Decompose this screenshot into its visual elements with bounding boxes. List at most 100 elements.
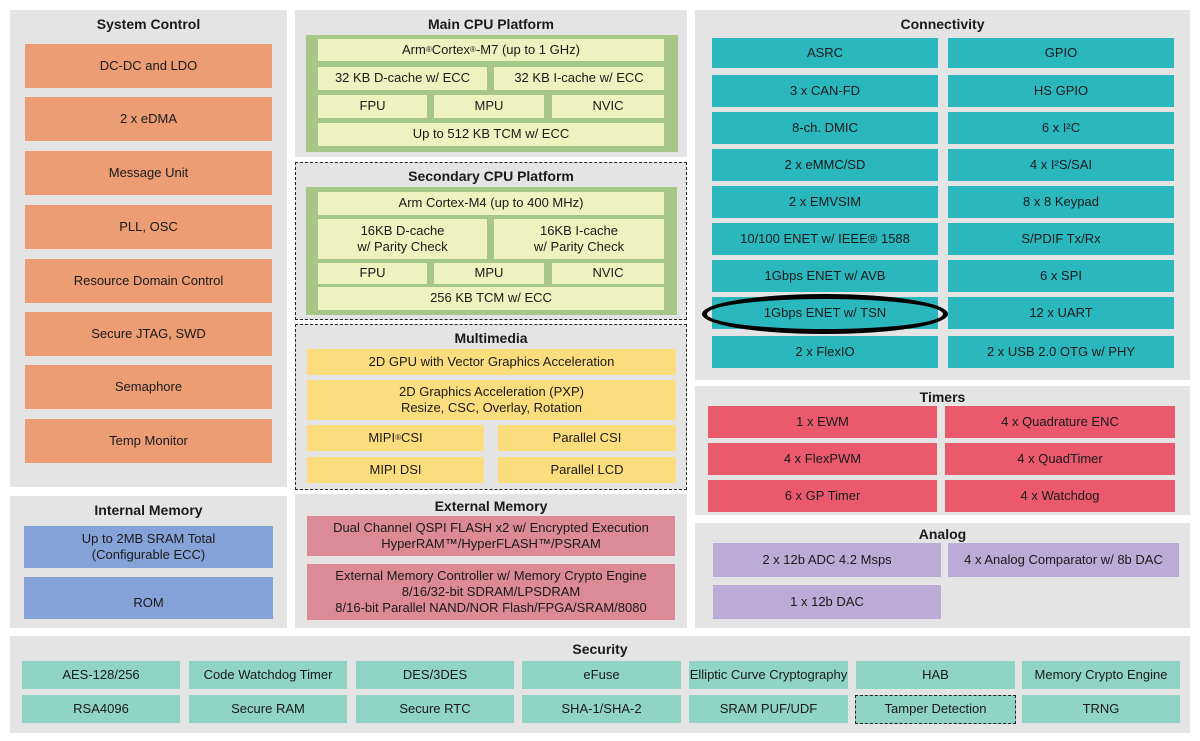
secondary-cpu-frame: Arm Cortex-M4 (up to 400 MHz) 16KB D-cac… [306,187,677,315]
system-control-block: PLL, OSC [25,205,272,249]
m7-mpu-block: MPU [434,95,544,118]
m4-mpu-block: MPU [434,263,544,284]
emc-line1: External Memory Controller w/ Memory Cry… [335,567,647,583]
connectivity-block: 1Gbps ENET w/ AVB [712,260,938,292]
m4-core-block: Arm Cortex-M4 (up to 400 MHz) [318,192,664,215]
parallel-lcd-block: Parallel LCD [498,457,676,483]
security-block: HAB [856,661,1015,689]
m4-icache-block: 16KB I-cache w/ Parity Check [494,219,664,259]
security-block: eFuse [522,661,681,689]
pxp-block: 2D Graphics Acceleration (PXP) Resize, C… [307,380,676,420]
internal-memory-title: Internal Memory [94,502,203,518]
connectivity-block: 3 x CAN-FD [712,75,938,107]
dac-block: 1 x 12b DAC [713,585,941,619]
system-control-block: Temp Monitor [25,419,272,463]
connectivity-block: 6 x I²C [948,112,1174,144]
m7-icache-block: 32 KB I-cache w/ ECC [494,67,664,90]
connectivity-block: GPIO [948,38,1174,68]
security-block: RSA4096 [22,695,180,723]
m4-dcache-line1: 16KB D-cache [360,222,445,238]
m7-nvic-block: NVIC [552,95,664,118]
external-memory-title: External Memory [434,498,548,514]
security-block: Memory Crypto Engine [1022,661,1180,689]
security-block: SRAM PUF/UDF [689,695,848,723]
m4-dcache-line2: w/ Parity Check [357,239,448,254]
security-block: TRNG [1022,695,1180,723]
connectivity-panel: Connectivity ASRC 3 x CAN-FD 8-ch. DMIC … [695,10,1190,380]
system-control-block: DC-DC and LDO [25,44,272,88]
timer-block: 4 x Quadrature ENC [945,406,1175,438]
system-control-block: 2 x eDMA [25,97,272,141]
m4-dcache-block: 16KB D-cache w/ Parity Check [318,219,487,259]
m7-dcache-block: 32 KB D-cache w/ ECC [318,67,487,90]
connectivity-block: 2 x eMMC/SD [712,149,938,181]
qspi-line1: Dual Channel QSPI FLASH x2 w/ Encrypted … [333,519,649,535]
analog-panel: Analog 2 x 12b ADC 4.2 Msps 4 x Analog C… [695,523,1190,628]
sram-line2: (Configurable ECC) [91,547,206,562]
external-memory-panel: External Memory Dual Channel QSPI FLASH … [295,494,687,628]
main-cpu-title: Main CPU Platform [427,16,554,32]
m7-core-mid: Cortex [431,41,471,57]
multimedia-title: Multimedia [454,330,528,346]
m7-fpu-block: FPU [318,95,427,118]
connectivity-block: 2 x EMVSIM [712,186,938,218]
main-cpu-frame: Arm® Cortex®-M7 (up to 1 GHz) 32 KB D-ca… [306,35,678,152]
analog-title: Analog [918,526,967,542]
mipi-csi-block: MIPI® CSI [307,425,484,451]
timers-title: Timers [919,389,966,405]
security-block: Code Watchdog Timer [189,661,347,689]
system-control-block: Resource Domain Control [25,259,272,303]
security-panel: Security AES-128/256 Code Watchdog Timer… [10,636,1190,733]
secondary-cpu-panel: Secondary CPU Platform Arm Cortex-M4 (up… [295,162,687,320]
m4-icache-line2: w/ Parity Check [533,239,625,254]
emc-line3: 8/16-bit Parallel NAND/NOR Flash/FPGA/SR… [335,600,647,616]
connectivity-block-tsn: 1Gbps ENET w/ TSN [712,297,938,329]
system-control-block: Semaphore [25,365,272,409]
timer-block: 4 x FlexPWM [708,443,937,475]
qspi-block: Dual Channel QSPI FLASH x2 w/ Encrypted … [307,516,675,556]
mipi-csi-suffix: CSI [400,429,423,445]
secondary-cpu-title: Secondary CPU Platform [408,168,574,184]
connectivity-title: Connectivity [900,16,985,32]
connectivity-block: 4 x I²S/SAI [948,149,1174,181]
m7-core-prefix: Arm [402,41,426,57]
connectivity-block: 12 x UART [948,297,1174,329]
emc-line2: 8/16/32-bit SDRAM/LPSDRAM [401,583,581,599]
security-block: SHA-1/SHA-2 [522,695,681,723]
timers-panel: Timers 1 x EWM 4 x FlexPWM 6 x GP Timer … [695,386,1190,515]
connectivity-block: ASRC [712,38,938,68]
sram-block: Up to 2MB SRAM Total (Configurable ECC) [24,526,273,568]
m4-tcm-block: 256 KB TCM w/ ECC [318,287,664,310]
mipi-csi-prefix: MIPI [368,429,396,445]
adc-block: 2 x 12b ADC 4.2 Msps [713,543,941,577]
qspi-line2: HyperRAM™/HyperFLASH™/PSRAM [381,536,601,551]
connectivity-block: 2 x FlexIO [712,336,938,368]
security-block: Elliptic Curve Cryptography [689,661,848,689]
timer-block: 4 x QuadTimer [945,443,1175,475]
timer-block: 1 x EWM [708,406,937,438]
tamper-detection-block: Tamper Detection [855,695,1016,724]
gpu-block: 2D GPU with Vector Graphics Acceleration [307,349,676,375]
m4-icache-line1: 16KB I-cache [539,222,619,238]
emc-block: External Memory Controller w/ Memory Cry… [307,564,675,620]
internal-memory-panel: Internal Memory Up to 2MB SRAM Total (Co… [10,496,287,628]
connectivity-block: 8-ch. DMIC [712,112,938,144]
security-block: Secure RTC [356,695,514,723]
multimedia-panel: Multimedia 2D GPU with Vector Graphics A… [295,324,687,490]
m4-fpu-block: FPU [318,263,427,284]
connectivity-block: S/PDIF Tx/Rx [948,223,1174,255]
parallel-csi-block: Parallel CSI [498,425,676,451]
security-title: Security [572,641,628,657]
security-block: DES/3DES [356,661,514,689]
system-control-panel: System Control DC-DC and LDO 2 x eDMA Me… [10,10,287,487]
system-control-block: Secure JTAG, SWD [25,312,272,356]
m7-core-block: Arm® Cortex®-M7 (up to 1 GHz) [318,39,664,61]
main-cpu-panel: Main CPU Platform Arm® Cortex®-M7 (up to… [295,10,687,157]
m4-nvic-block: NVIC [552,263,664,284]
system-control-block: Message Unit [25,151,272,195]
pxp-line2: Resize, CSC, Overlay, Rotation [400,400,583,415]
connectivity-block: HS GPIO [948,75,1174,107]
rom-block: ROM [24,577,273,619]
mipi-dsi-block: MIPI DSI [307,457,484,483]
m7-core-suffix: -M7 (up to 1 GHz) [475,41,580,57]
